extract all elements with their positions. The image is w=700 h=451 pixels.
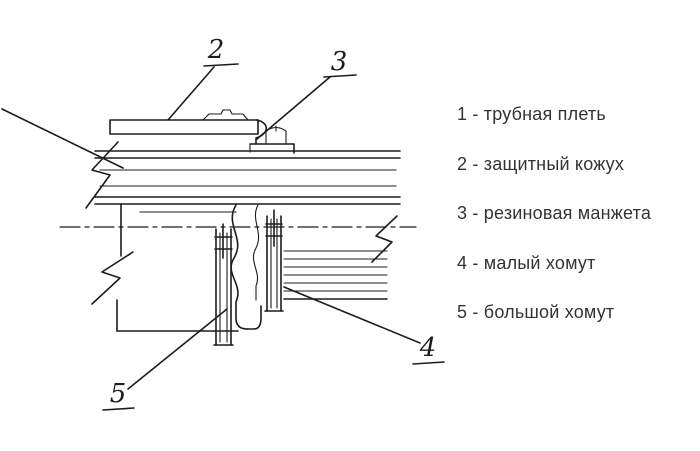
lower-pipe-ribs [283,250,388,300]
legend-item-4: 4 - малый хомут [457,252,596,273]
legend-item-1: 1 - трубная плеть [457,104,606,124]
legend-item-3: 3 - резиновая манжета [457,203,652,224]
callout-2: 2 [207,35,225,65]
rubber-cuff-lower [230,204,262,330]
technical-drawing: 2 3 4 5 [1,35,445,411]
pipe-body [85,141,401,263]
small-clamp [264,209,284,312]
legend-item-5: 5 - большой хомут [457,302,615,323]
leader-lines [127,66,421,390]
callout-labels: 2 3 4 5 [102,35,445,411]
legend: 1 - трубная плеть 2 - защитный кожух 3 -… [457,104,692,324]
pipe-leader-line [1,108,124,169]
lower-casing-outline [91,203,239,332]
callout-5: 5 [110,379,127,409]
rubber-cuff [249,119,295,154]
callout-3: 3 [331,47,348,77]
protective-casing [109,109,259,135]
legend-item-2: 2 - защитный кожух [457,153,625,174]
callout-4: 4 [419,333,437,363]
large-clamp [213,223,234,346]
